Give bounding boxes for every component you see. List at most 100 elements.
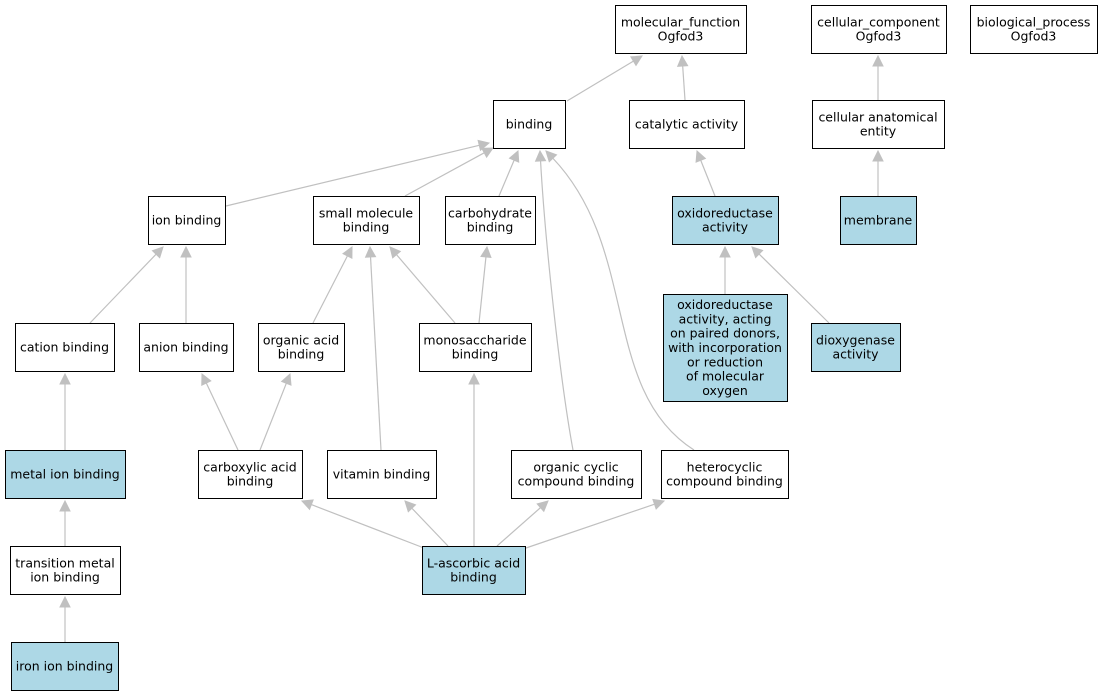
node-ionbinding[interactable]: ion binding: [148, 196, 226, 245]
edge-arrowhead: [300, 499, 314, 511]
node-label-line: compound binding: [518, 474, 635, 489]
edge-line: [682, 65, 686, 101]
edge-metal-to-cation: [59, 372, 71, 450]
edge-arrowhead: [151, 246, 164, 259]
node-label-line: carboxylic acid: [203, 459, 296, 474]
node-label-line: small molecule: [319, 205, 414, 220]
node-label-line: oxidoreductase: [677, 297, 773, 312]
node-label-line: binding: [343, 220, 390, 235]
node-box: [811, 323, 901, 372]
node-iron[interactable]: iron ion binding: [11, 642, 119, 691]
edge-ascorbic-to-carbox: [300, 499, 425, 549]
node-cation[interactable]: cation binding: [15, 323, 115, 372]
node-membrane[interactable]: membrane: [840, 196, 917, 245]
node-label-line: oxygen: [702, 383, 748, 398]
node-box: [422, 546, 526, 595]
node-label-line: binding: [227, 474, 274, 489]
node-label-line: transition metal: [15, 555, 114, 570]
edge-line: [539, 160, 574, 451]
edge-arrowhead: [480, 245, 492, 259]
edge-vitamin-to-smb: [364, 245, 382, 451]
node-box: [629, 100, 745, 149]
edge-arrowhead: [534, 149, 547, 162]
node-box: [661, 450, 789, 499]
node-label-line: heterocyclic: [687, 459, 763, 474]
edge-arrowhead: [545, 150, 558, 163]
node-box: [672, 196, 779, 245]
edge-ascorbic-to-ocyclic: [496, 500, 549, 547]
node-label-line: Ogfod3: [1011, 29, 1057, 44]
edge-binding-to-mf: [566, 55, 643, 102]
edge-arrowhead: [342, 246, 353, 259]
edge-arrowhead: [652, 498, 666, 510]
edge-dioxy-to-oxred: [751, 246, 830, 324]
edge-oxred-to-catalytic: [695, 149, 716, 197]
edge-line: [758, 253, 830, 324]
edge-arrowhead: [751, 246, 764, 259]
node-box: [198, 450, 303, 499]
node-box: [15, 323, 115, 372]
node-layer: molecular_functionOgfod3cellular_compone…: [5, 5, 1098, 691]
edge-cation-to-ionbinding: [89, 246, 164, 324]
node-label-line: or reduction: [687, 354, 763, 369]
node-catalytic[interactable]: catalytic activity: [629, 100, 745, 149]
node-box: [511, 450, 642, 499]
edge-arrowhead: [477, 139, 491, 152]
node-label-line: activity: [702, 220, 749, 235]
edge-line: [89, 253, 157, 324]
node-label-line: dioxygenase: [816, 332, 895, 347]
edge-line: [552, 157, 695, 451]
edge-line: [312, 255, 348, 324]
edge-smb-to-binding: [404, 147, 494, 197]
node-vitamin[interactable]: vitamin binding: [327, 450, 437, 499]
edge-anion-to-ionbinding: [180, 245, 192, 323]
edge-line: [225, 144, 480, 207]
node-binding[interactable]: binding: [493, 100, 566, 149]
node-label-line: vitamin binding: [333, 467, 431, 482]
node-box: [327, 450, 437, 499]
node-box: [11, 642, 119, 691]
node-metal[interactable]: metal ion binding: [5, 450, 126, 499]
edge-layer: [59, 54, 884, 642]
edge-arrowhead: [59, 595, 71, 608]
edge-arrowhead: [389, 246, 402, 259]
node-label-line: catalytic activity: [635, 117, 739, 132]
node-anion[interactable]: anion binding: [139, 323, 234, 372]
edge-oxred2-to-oxred: [719, 245, 731, 294]
edge-membrane-to-cae: [872, 149, 884, 196]
edge-arrowhead: [404, 500, 417, 513]
edge-arrowhead: [280, 372, 292, 386]
node-label-line: of molecular: [686, 369, 765, 384]
edge-arrowhead: [695, 149, 707, 163]
edge-line: [478, 256, 487, 324]
node-label-line: molecular_function: [621, 14, 740, 29]
edge-carbox-to-orgacid: [259, 372, 292, 451]
edge-arrowhead: [364, 245, 377, 258]
edge-arrowhead: [508, 149, 520, 163]
edge-line: [369, 256, 382, 451]
node-label-line: organic cyclic: [533, 459, 618, 474]
node-label-line: activity: [832, 347, 879, 362]
node-label-line: oxidoreductase: [677, 205, 773, 220]
node-label-line: cation binding: [20, 340, 109, 355]
node-label-line: biological_process: [977, 14, 1091, 29]
edge-mono-to-smb: [389, 246, 456, 324]
edge-arrowhead: [468, 372, 480, 385]
